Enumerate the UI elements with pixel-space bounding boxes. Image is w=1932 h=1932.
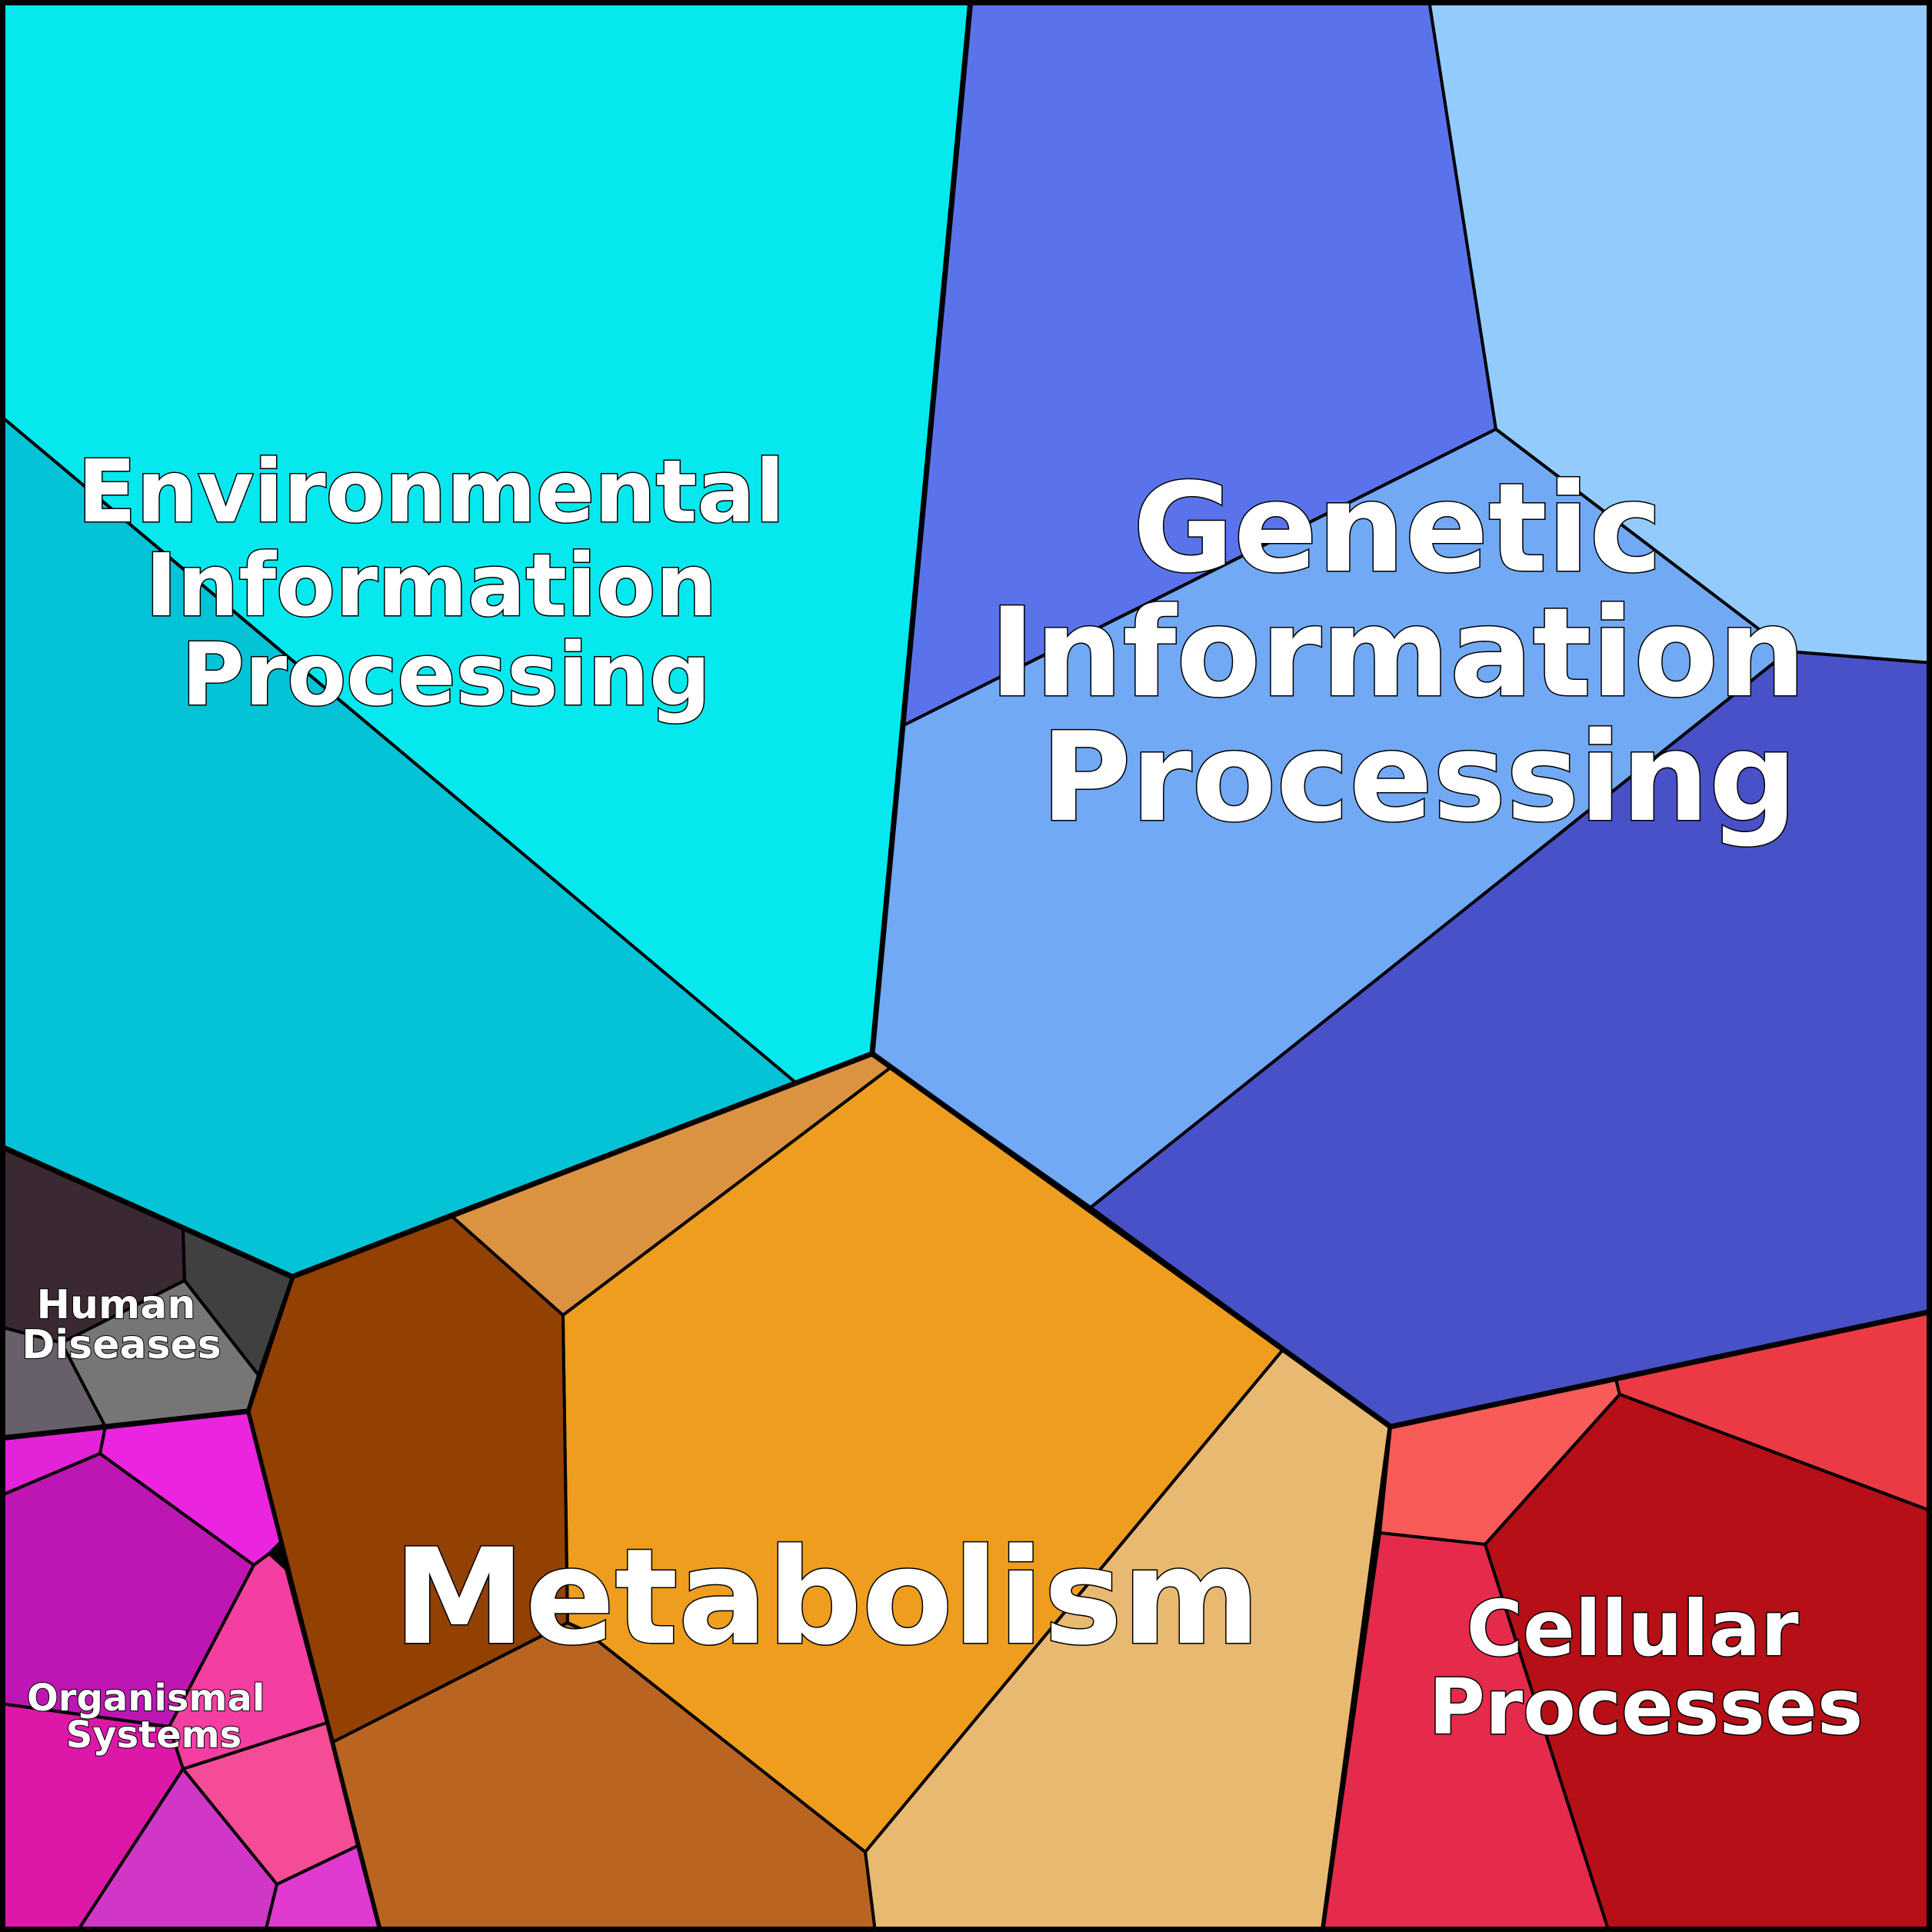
label-organismal-systems: Organismal Systems xyxy=(27,1677,278,1757)
group-environmental-information-processing xyxy=(0,0,972,1278)
label-genetic-information-processing: Genetic Information Processing xyxy=(989,456,1848,849)
cell-metabolism-5 xyxy=(331,1621,877,1932)
cell-organismal-8 xyxy=(264,1844,381,1932)
label-organismal-line-1: Organismal xyxy=(27,1677,265,1720)
labels: Environmental Information Processing Gen… xyxy=(21,441,1864,1758)
label-genetic-line-3: Processing xyxy=(1041,705,1797,849)
label-environmental-line-1: Environmental xyxy=(78,442,784,542)
label-environmental-line-2: Information xyxy=(145,536,717,636)
label-metabolism-line-1: Metabolism xyxy=(394,1520,1261,1674)
cell-organismal-7 xyxy=(75,1767,278,1932)
label-genetic-line-1: Genetic xyxy=(1133,456,1662,600)
label-genetic-line-2: Information xyxy=(989,581,1806,724)
group-human-diseases xyxy=(0,1144,294,1440)
label-environmental-line-3: Processing xyxy=(182,625,711,725)
label-human-line-2: Diseases xyxy=(22,1322,221,1368)
group-metabolism xyxy=(245,1051,1394,1932)
group-genetic-information-processing xyxy=(871,0,1932,1428)
label-organismal-line-2: Systems xyxy=(66,1714,242,1757)
label-human-diseases: Human Diseases xyxy=(22,1282,221,1368)
label-cellular-line-2: Processes xyxy=(1429,1662,1864,1752)
label-cellular-line-1: Cellular xyxy=(1467,1584,1800,1674)
label-human-line-1: Human xyxy=(37,1282,196,1328)
cell-cellular-3 xyxy=(1484,1393,1932,1932)
border-human-organismal xyxy=(0,1408,248,1441)
cell-cellular-4 xyxy=(1321,1531,1611,1932)
border-environmental-human xyxy=(0,1143,294,1280)
group-cellular-processes xyxy=(1321,1310,1932,1932)
group-organismal-systems xyxy=(0,1410,381,1932)
label-metabolism: Metabolism xyxy=(394,1520,1261,1674)
label-cellular-processes: Cellular Processes xyxy=(1429,1584,1864,1752)
border-genetic-cellular xyxy=(1390,1308,1932,1430)
label-environmental-information-processing: Environmental Information Processing xyxy=(78,442,814,725)
border-environmental-genetic xyxy=(869,0,974,1054)
